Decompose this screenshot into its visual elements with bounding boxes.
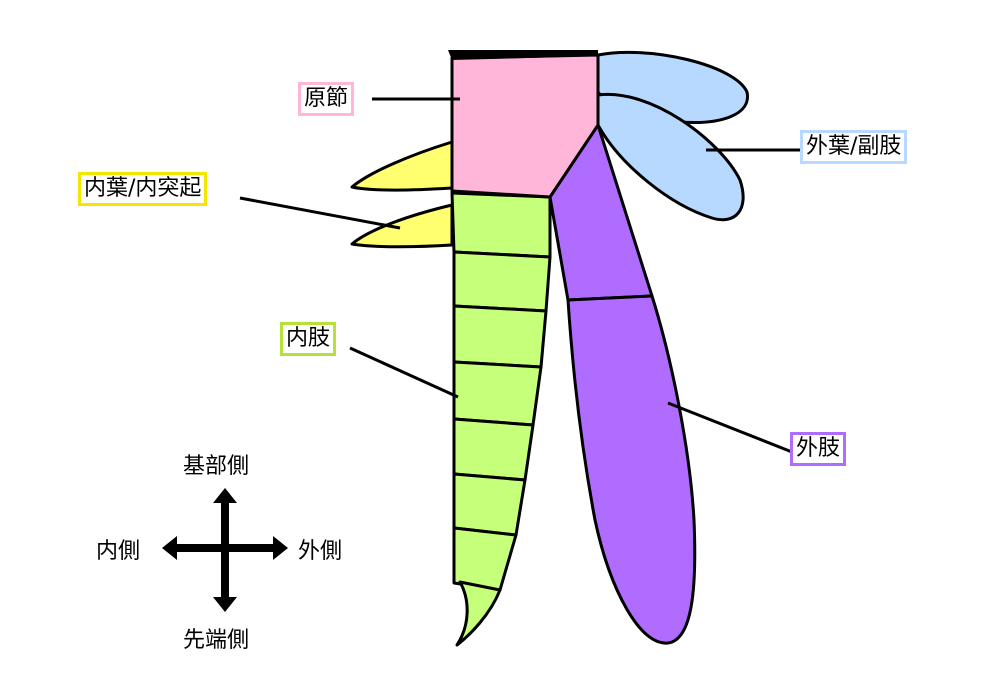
leader-exopod [667, 401, 793, 454]
label-endopod: 内肢 [280, 322, 337, 356]
arrow-right-icon [273, 536, 288, 560]
compass-cross [162, 488, 288, 612]
endite-upper [350, 140, 454, 192]
compass-down-label: 先端側 [183, 628, 250, 653]
endopod-segment [452, 472, 527, 537]
endopod [450, 191, 552, 647]
label-exite: 外葉/副肢 [800, 130, 908, 164]
endite-lower [350, 203, 454, 249]
endopod-segment [452, 526, 518, 592]
endopod-segment [452, 250, 552, 313]
endopod-segment [452, 304, 548, 369]
arrow-left-icon [162, 536, 177, 560]
compass-up-label: 基部側 [183, 454, 250, 479]
compass-right-label: 外側 [298, 539, 343, 564]
exite-lower-lobe [596, 92, 745, 222]
endopod-claw [455, 580, 502, 647]
arrow-up-icon [213, 488, 237, 503]
arrow-down-icon [213, 597, 237, 612]
protopodite-top-edge [448, 50, 598, 60]
endopod-segment [450, 191, 552, 259]
leader-endopod [349, 346, 459, 399]
endopod-segment [452, 417, 535, 482]
label-endite: 内葉/内突起 [78, 172, 208, 206]
leader-endite [239, 196, 401, 230]
endopod-segment [452, 360, 543, 427]
compass-left-label: 内側 [96, 539, 141, 564]
exopod-distal-segment [566, 294, 697, 645]
label-protopodite: 原節 [298, 82, 355, 116]
label-exopod: 外肢 [790, 432, 847, 466]
